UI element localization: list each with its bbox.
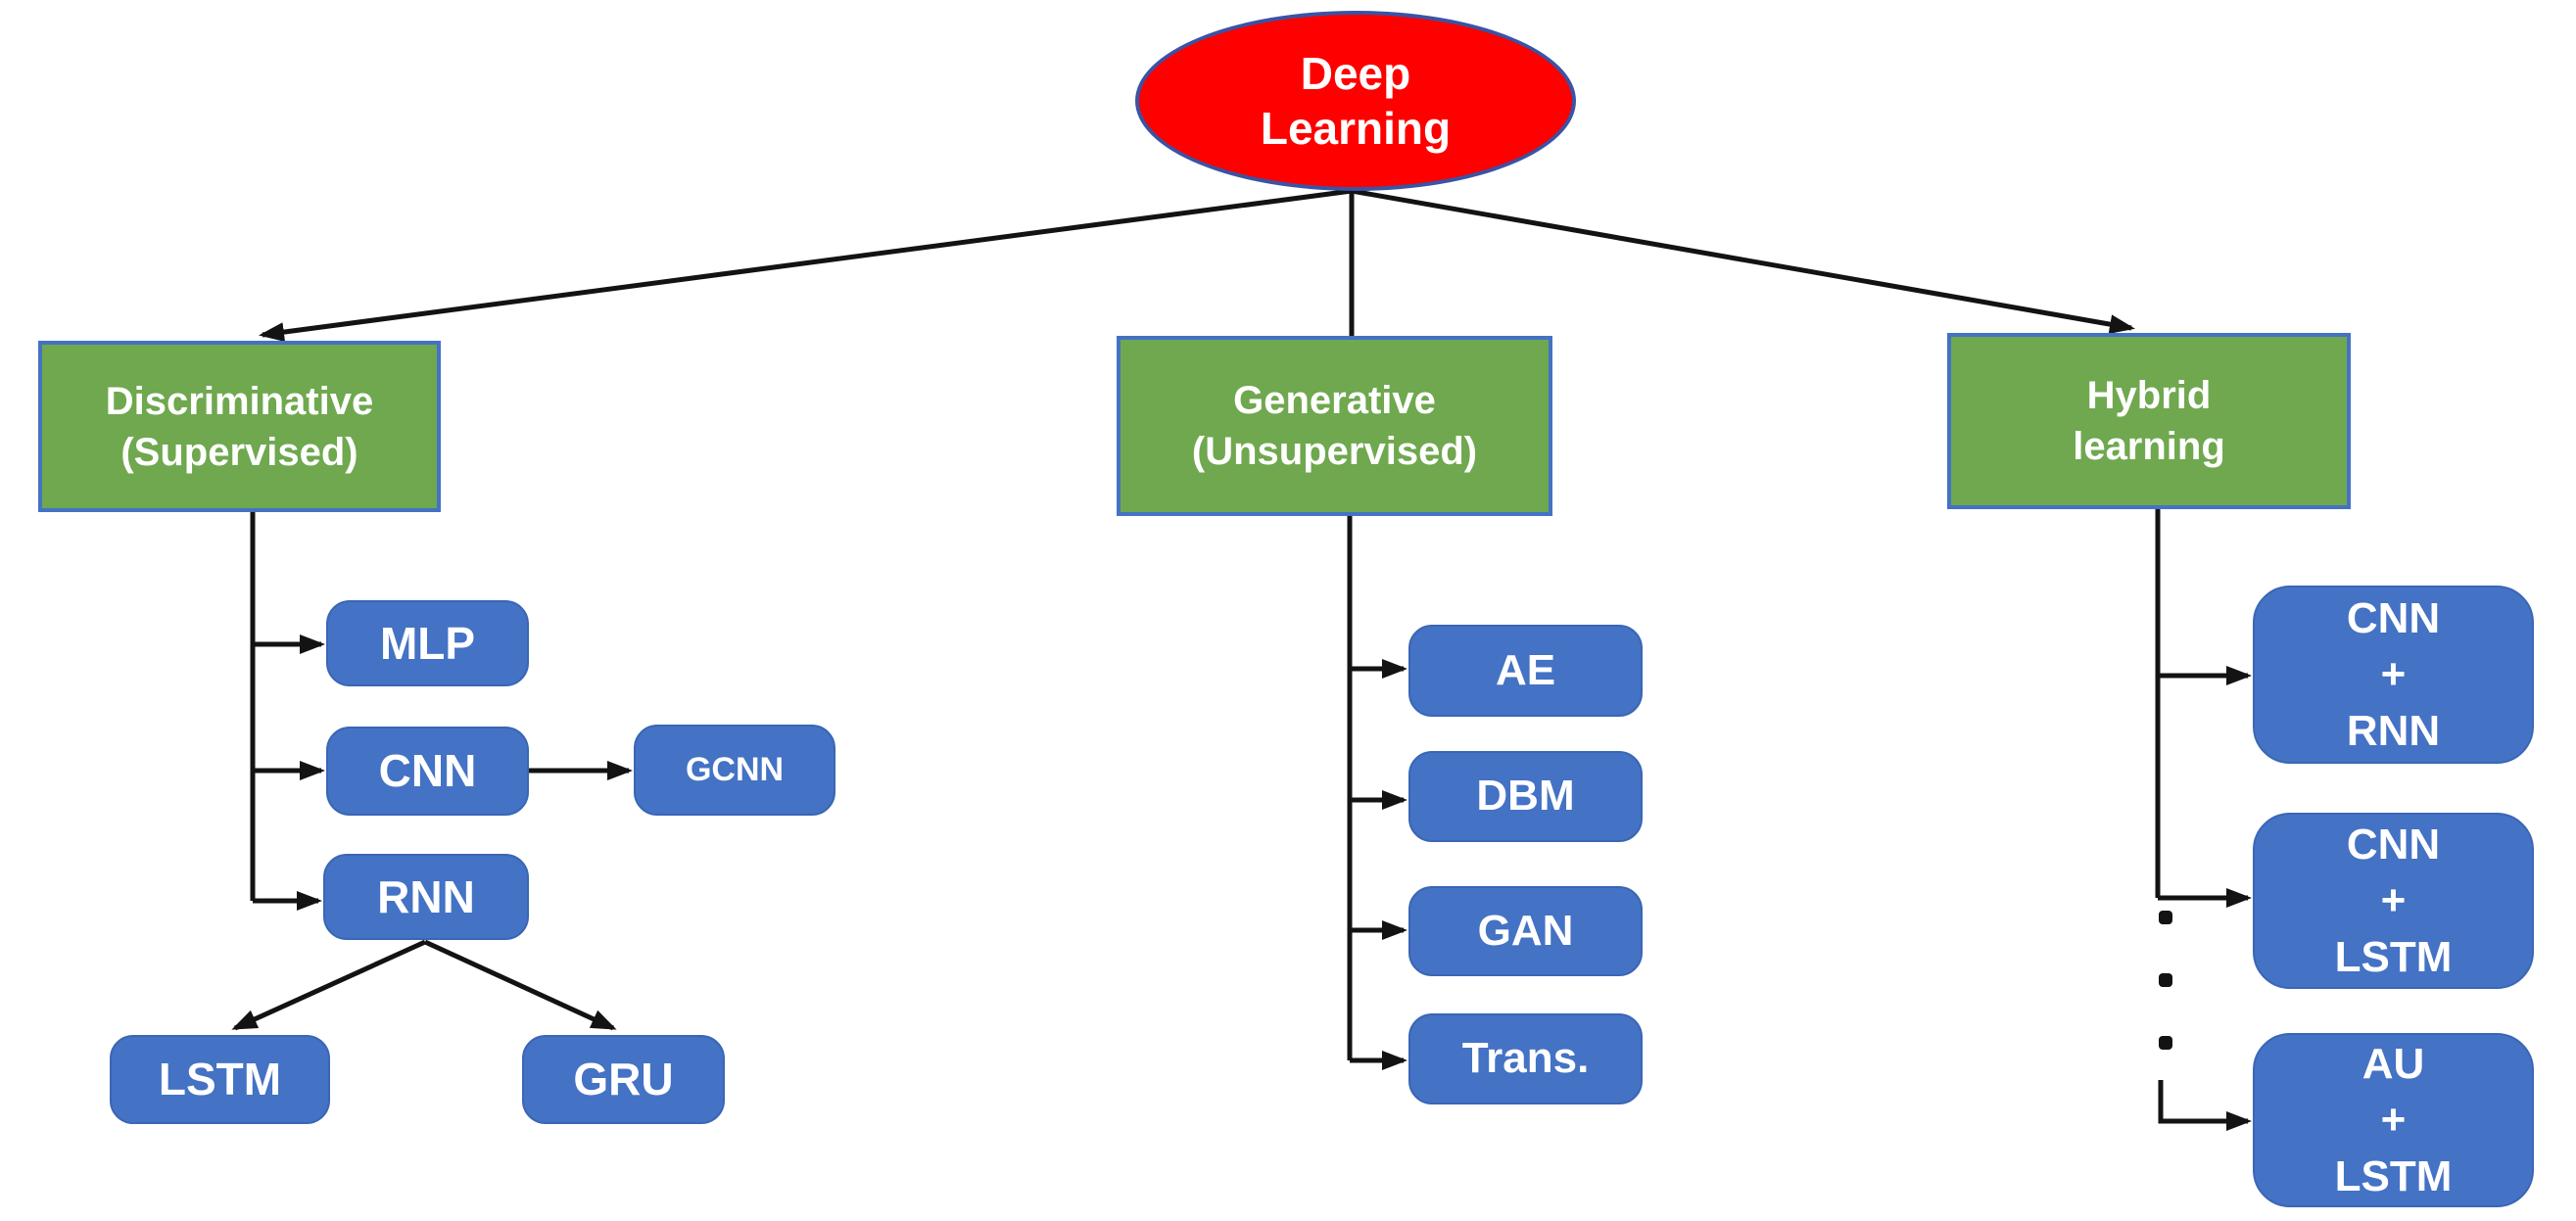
edge-root-hybrid (1351, 188, 2135, 335)
node-gcnn: GCNN (634, 725, 835, 816)
node-cnn-plus-rnn: CNN + RNN (2253, 586, 2534, 764)
ellipsis-dot (2159, 973, 2172, 987)
edge-root-discriminative (259, 188, 1353, 343)
ellipsis-dot (2159, 1036, 2172, 1050)
node-deep-learning: Deep Learning (1135, 11, 1576, 191)
node-cnn: CNN (326, 727, 529, 816)
node-hybrid-learning: Hybrid learning (1947, 333, 2351, 509)
node-generative-unsupervised: Generative (Unsupervised) (1117, 336, 1552, 516)
edge-rnn-lstm (231, 939, 427, 1031)
vertical-ellipsis-icon (2159, 911, 2172, 1050)
node-discriminative-supervised: Discriminative (Supervised) (38, 341, 441, 512)
ellipsis-dot (2159, 911, 2172, 924)
node-cnn-plus-lstm: CNN + LSTM (2253, 813, 2534, 989)
node-trans: Trans. (1408, 1013, 1643, 1104)
node-rnn: RNN (323, 854, 529, 940)
node-gan: GAN (1408, 886, 1643, 976)
node-au-plus-lstm: AU + LSTM (2253, 1033, 2534, 1207)
node-gru: GRU (522, 1035, 725, 1124)
edge-branch-au-lstm (2158, 1080, 2252, 1131)
node-mlp: MLP (326, 600, 529, 686)
node-lstm: LSTM (110, 1035, 330, 1124)
node-ae: AE (1408, 625, 1643, 717)
edge-rnn-gru (423, 939, 617, 1031)
node-dbm: DBM (1408, 751, 1643, 842)
